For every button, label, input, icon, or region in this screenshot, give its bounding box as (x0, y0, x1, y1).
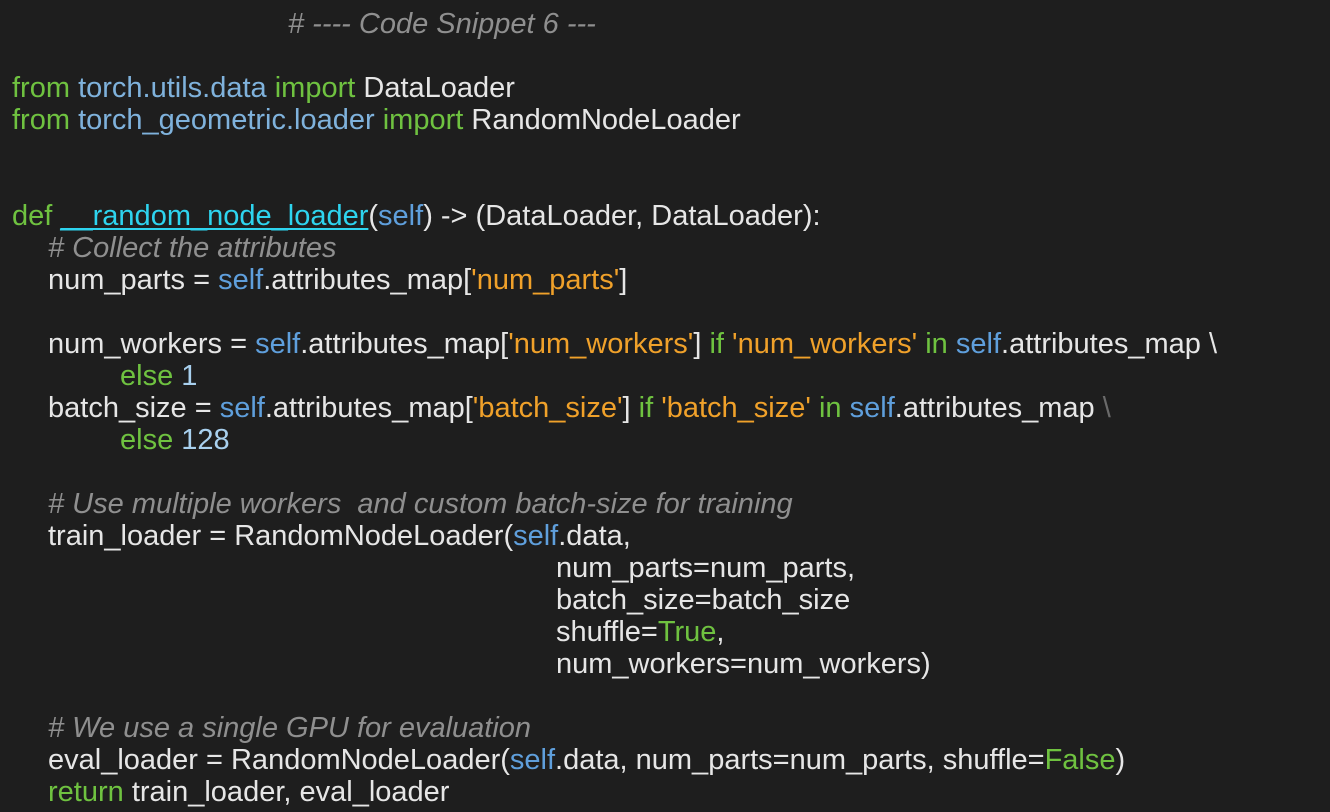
code-line: num_parts = self.attributes_map['num_par… (48, 264, 627, 296)
code-token: .attributes_map \ (1001, 328, 1218, 360)
import-line: from torch_geometric.loader import Rando… (12, 104, 741, 136)
code-token: ) -> (DataLoader, DataLoader): (423, 200, 821, 232)
code-token: 128 (181, 424, 230, 456)
code-token: if (638, 392, 654, 424)
code-comment: # We use a single GPU for evaluation (48, 712, 531, 744)
code-token (267, 72, 275, 104)
code-token: .attributes_map[ (300, 328, 509, 360)
header-comment: # ---- Code Snippet 6 --- (288, 8, 596, 40)
code-token: # Use multiple workers and custom batch-… (48, 488, 793, 520)
code-token: , (716, 616, 725, 648)
code-token (70, 72, 78, 104)
code-token: if (709, 328, 724, 360)
code-line: batch_size = self.attributes_map['batch_… (48, 392, 1111, 424)
code-token: self (255, 328, 301, 360)
code-token: from (12, 72, 70, 104)
code-token: .attributes_map (894, 392, 1103, 424)
code-token: ( (368, 200, 379, 232)
code-token: self (849, 392, 895, 424)
code-comment: # Collect the attributes (48, 232, 337, 264)
code-token: else (120, 424, 174, 456)
code-token: .data, num_parts=num_parts, shuffle= (555, 744, 1045, 776)
code-token: self (513, 520, 559, 552)
code-token: self (378, 200, 424, 232)
code-token: 'num_workers' (508, 328, 694, 360)
code-token (948, 328, 956, 360)
code-line: train_loader = RandomNodeLoader(self.dat… (48, 520, 631, 552)
code-token: torch_geometric.loader (78, 104, 375, 136)
code-token: # Collect the attributes (48, 232, 337, 264)
code-token: num_workers = (48, 328, 256, 360)
code-token: RandomNodeLoader (463, 104, 741, 136)
code-token: self (955, 328, 1002, 360)
code-token: shuffle= (556, 616, 658, 648)
code-token: import (382, 104, 464, 136)
code-line: batch_size=batch_size (556, 584, 850, 616)
code-token: num_parts = (48, 264, 219, 296)
code-token: __random_node_loader (60, 200, 369, 232)
code-token: train_loader = RandomNodeLoader( (48, 520, 514, 552)
code-token: \ (1102, 392, 1111, 424)
code-token: num_workers=num_workers) (556, 648, 931, 680)
code-token: True (657, 616, 717, 648)
code-token: self (218, 264, 264, 296)
code-token: False (1044, 744, 1116, 776)
code-token: torch.utils.data (78, 72, 267, 104)
function-definition: def __random_node_loader(self) -> (DataL… (12, 200, 821, 232)
code-token: ] (622, 392, 639, 424)
code-comment: # Use multiple workers and custom batch-… (48, 488, 793, 520)
code-line: else 1 (120, 360, 197, 392)
import-line: from torch.utils.data import DataLoader (12, 72, 515, 104)
code-token: .data, (558, 520, 631, 552)
code-token: in (925, 328, 948, 360)
code-token: eval_loader = RandomNodeLoader( (48, 744, 510, 776)
code-token: # We use a single GPU for evaluation (48, 712, 532, 744)
code-token: from (12, 104, 70, 136)
code-token: in (818, 392, 842, 424)
code-token: DataLoader (355, 72, 515, 104)
code-token (811, 392, 819, 424)
code-token: self (219, 392, 265, 424)
code-token: return (48, 776, 124, 808)
code-token: train_loader, eval_loader (123, 776, 450, 808)
code-token: import (274, 72, 356, 104)
code-token: 'num_parts' (471, 264, 620, 296)
code-token: .attributes_map[ (264, 392, 473, 424)
code-token: .attributes_map[ (263, 264, 472, 296)
code-token: 'batch_size' (472, 392, 623, 424)
code-token: 'batch_size' (661, 392, 811, 424)
code-line: else 128 (120, 424, 230, 456)
code-token (375, 104, 383, 136)
code-token: ) (1115, 744, 1126, 776)
code-token: def (12, 200, 53, 232)
code-token: ] (693, 328, 710, 360)
code-line: num_workers=num_workers) (556, 648, 931, 680)
code-token: num_parts=num_parts, (556, 552, 856, 584)
code-token: # ---- Code Snippet 6 --- (288, 8, 596, 40)
code-token: ] (619, 264, 628, 296)
code-token: self (509, 744, 556, 776)
code-token: else (120, 360, 174, 392)
code-line: shuffle=True, (556, 616, 724, 648)
code-token: batch_size = (48, 392, 220, 424)
code-token (653, 392, 661, 424)
code-token (842, 392, 850, 424)
code-line: num_workers = self.attributes_map['num_w… (48, 328, 1217, 360)
code-line: num_parts=num_parts, (556, 552, 855, 584)
code-token: batch_size=batch_size (556, 584, 851, 616)
code-token: 1 (181, 360, 198, 392)
code-token: 'num_workers' (732, 328, 918, 360)
code-token (70, 104, 78, 136)
code-line: return train_loader, eval_loader (48, 776, 449, 808)
code-line: eval_loader = RandomNodeLoader(self.data… (48, 744, 1125, 776)
code-token (724, 328, 732, 360)
